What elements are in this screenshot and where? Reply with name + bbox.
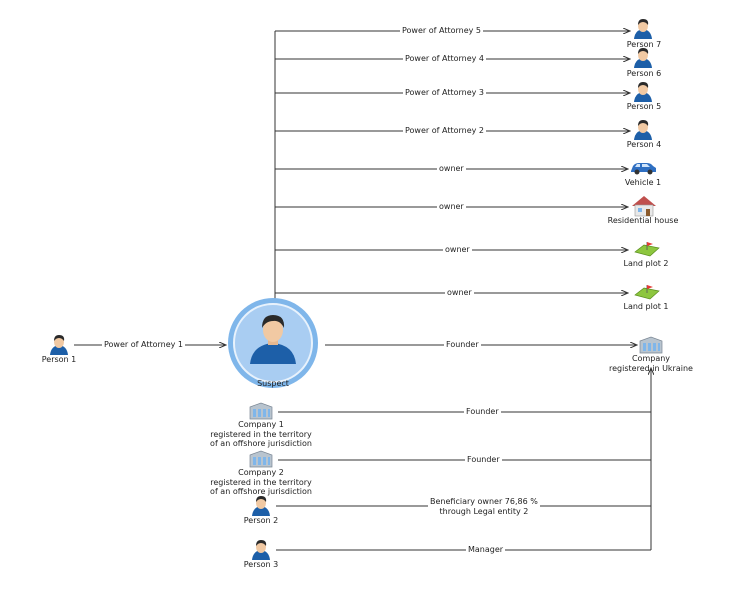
person7-node[interactable] <box>632 19 654 43</box>
person-icon <box>634 48 652 68</box>
house-label: Residential house <box>607 216 679 225</box>
suspect-label: Suspect <box>257 379 289 388</box>
company-ua-node[interactable] <box>639 336 663 358</box>
company-ua-label: Company registered in Ukraine <box>609 354 693 373</box>
land2-node[interactable] <box>634 240 660 262</box>
company1-node[interactable] <box>249 402 273 424</box>
person2-label: Person 2 <box>243 516 279 525</box>
person3-node[interactable] <box>250 540 272 564</box>
land-plot-icon <box>634 242 660 257</box>
edges <box>74 31 651 551</box>
edge-label-beneficiary: Beneficiary owner 76,86 % through Legal … <box>428 497 540 517</box>
person1-label: Person 1 <box>41 355 77 364</box>
person1-node[interactable] <box>48 335 70 359</box>
person3-label: Person 3 <box>243 560 279 569</box>
land2-label: Land plot 2 <box>623 259 669 268</box>
edge-label-poa1: Power of Attorney 1 <box>102 340 185 350</box>
edge-label-poa4: Power of Attorney 4 <box>403 54 486 64</box>
person6-label: Person 6 <box>626 69 662 78</box>
edge-label-owner-land2: owner <box>443 245 472 255</box>
vehicle1-node[interactable] <box>629 160 657 180</box>
person-icon <box>252 496 270 516</box>
person4-node[interactable] <box>632 120 654 144</box>
person6-node[interactable] <box>632 48 654 72</box>
person4-label: Person 4 <box>626 140 662 149</box>
land1-node[interactable] <box>634 283 660 305</box>
person5-node[interactable] <box>632 82 654 106</box>
edge-label-owner-house: owner <box>437 202 466 212</box>
edge-label-founder-c1: Founder <box>464 407 501 417</box>
person-icon <box>634 19 652 39</box>
edge-label-owner-land1: owner <box>445 288 474 298</box>
company1-label: Company 1 registered in the territory of… <box>210 420 312 448</box>
person-icon <box>634 82 652 102</box>
person-icon <box>634 120 652 140</box>
house-node[interactable] <box>631 195 657 221</box>
edge-label-poa3: Power of Attorney 3 <box>403 88 486 98</box>
edge-label-manager: Manager <box>466 545 506 555</box>
suspect-avatar-icon <box>250 315 296 364</box>
building-icon <box>249 450 273 468</box>
building-icon <box>639 336 663 354</box>
suspect-node[interactable] <box>228 298 318 388</box>
person5-label: Person 5 <box>626 102 662 111</box>
edge-label-founder-suspect: Founder <box>444 340 481 350</box>
person-icon <box>252 540 270 560</box>
person7-label: Person 7 <box>626 40 662 49</box>
land1-label: Land plot 1 <box>623 302 669 311</box>
land-plot-icon <box>634 285 660 300</box>
house-icon <box>632 196 656 217</box>
vehicle1-label: Vehicle 1 <box>624 178 662 187</box>
edge-label-poa5: Power of Attorney 5 <box>400 26 483 36</box>
company2-label: Company 2 registered in the territory of… <box>210 468 312 496</box>
edge-label-founder-c2: Founder <box>465 455 502 465</box>
building-icon <box>249 402 273 420</box>
edge-label-owner-vehicle: owner <box>437 164 466 174</box>
car-icon <box>631 163 656 175</box>
person-icon <box>50 335 68 355</box>
edge-label-poa2: Power of Attorney 2 <box>403 126 486 136</box>
person2-node[interactable] <box>250 496 272 520</box>
company2-node[interactable] <box>249 450 273 472</box>
